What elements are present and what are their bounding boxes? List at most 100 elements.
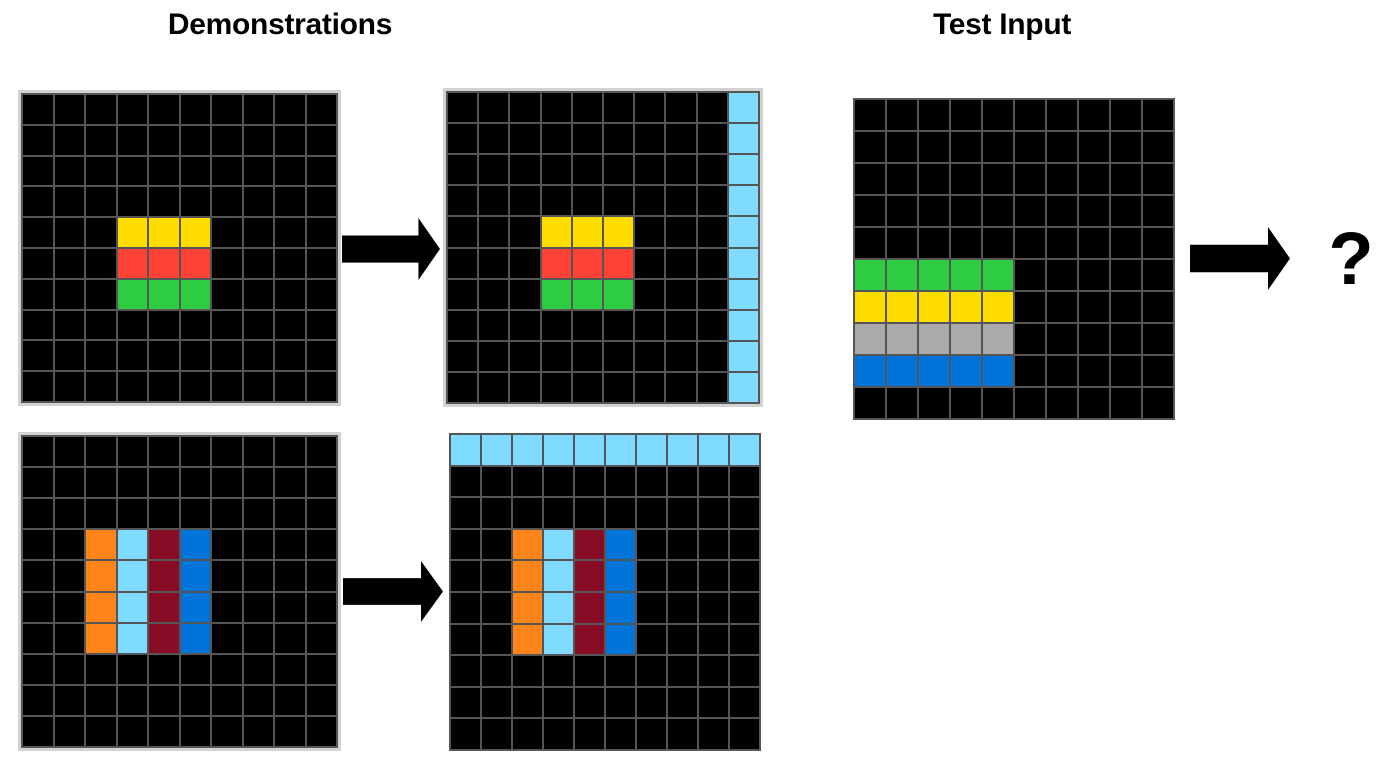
grid-cell-blue bbox=[606, 593, 635, 623]
grid-cell-black bbox=[572, 155, 602, 185]
grid-cell-black bbox=[855, 388, 885, 418]
grid-cell-black bbox=[666, 217, 696, 247]
grid-cell-black bbox=[666, 341, 696, 371]
grid-cell-black bbox=[86, 468, 116, 498]
grid-cell-black bbox=[951, 388, 981, 418]
grid-cell-black bbox=[212, 279, 242, 309]
grid-cell-black bbox=[306, 279, 336, 309]
grid-cell-black bbox=[697, 279, 727, 309]
grid-cell-red bbox=[541, 248, 571, 278]
grid-cell-black bbox=[1047, 356, 1077, 386]
grid-cell-black bbox=[604, 124, 634, 154]
grid-cell-gray bbox=[983, 324, 1013, 354]
grid-cell-black bbox=[697, 155, 727, 185]
grid-cell-black bbox=[544, 687, 573, 718]
grid-cell-black bbox=[482, 498, 511, 528]
grid-cell-black bbox=[1079, 100, 1109, 130]
grid-cell-black bbox=[668, 624, 697, 655]
grid-cell-black bbox=[451, 593, 480, 623]
grid-cell-black bbox=[54, 716, 84, 746]
grid-cell-black bbox=[541, 310, 571, 340]
grid-cell-red bbox=[604, 248, 634, 278]
grid-cell-black bbox=[243, 310, 273, 340]
grid-cell-black bbox=[243, 372, 273, 401]
grid-cell-black bbox=[180, 125, 210, 155]
grid-cell-black bbox=[149, 310, 179, 340]
grid-cell-black bbox=[887, 196, 917, 226]
grid-cell-green bbox=[572, 279, 602, 309]
arrow-right-icon bbox=[343, 561, 443, 622]
grid-cell-black bbox=[275, 561, 305, 591]
grid-cell-black bbox=[699, 624, 728, 655]
grid-cell-green bbox=[919, 260, 949, 290]
grid-cell-sky-blue bbox=[728, 341, 758, 371]
grid-cell-black bbox=[510, 279, 540, 309]
grid-cell-black bbox=[1079, 292, 1109, 322]
grid-cell-black bbox=[604, 155, 634, 185]
grid-cell-black bbox=[448, 155, 478, 185]
grid-cell-black bbox=[306, 218, 336, 247]
grid-cell-orange bbox=[513, 593, 542, 623]
grid-cell-black bbox=[448, 279, 478, 309]
grid-cell-black bbox=[212, 95, 242, 124]
grid-cell-black bbox=[54, 187, 84, 217]
grid-cell-black bbox=[951, 132, 981, 162]
grid-cell-maroon bbox=[149, 592, 179, 622]
grid-cell-sky-blue bbox=[451, 435, 480, 465]
grid-cell-black bbox=[635, 186, 665, 216]
grid-cell-black bbox=[1111, 324, 1141, 354]
grid-cell-black bbox=[1111, 100, 1141, 130]
grid-cell-black bbox=[54, 623, 84, 653]
grid-cell-black bbox=[23, 592, 53, 622]
grid-cell-black bbox=[604, 186, 634, 216]
grid-cell-black bbox=[1111, 260, 1141, 290]
grid-cell-black bbox=[606, 498, 635, 528]
grid-cell-black bbox=[637, 529, 666, 560]
grid-cell-yellow bbox=[919, 292, 949, 322]
grid-cell-black bbox=[448, 310, 478, 340]
grid-cell-black bbox=[666, 372, 696, 402]
grid-cell-black bbox=[149, 685, 179, 715]
grid-cell-green bbox=[887, 260, 917, 290]
grid-cell-black bbox=[243, 716, 273, 746]
grid-cell-black bbox=[306, 372, 336, 401]
grid-cell-black bbox=[482, 466, 511, 497]
grid-cell-black bbox=[212, 530, 242, 560]
grid-cell-black bbox=[730, 593, 759, 623]
grid-cell-black bbox=[243, 125, 273, 155]
grid-cell-black bbox=[275, 156, 305, 186]
grid-cell-black bbox=[275, 279, 305, 309]
grid-cell-black bbox=[1079, 228, 1109, 258]
grid-cell-black bbox=[637, 561, 666, 591]
grid-cell-black bbox=[180, 468, 210, 498]
grid-cell-black bbox=[510, 155, 540, 185]
grid-cell-black bbox=[275, 95, 305, 124]
grid-cell-blue bbox=[180, 561, 210, 591]
grid-cell-black bbox=[572, 372, 602, 402]
grid-cell-black bbox=[1015, 260, 1045, 290]
grid-cell-orange bbox=[513, 529, 542, 560]
grid-cell-black bbox=[117, 716, 147, 746]
grid-cell-black bbox=[180, 310, 210, 340]
grid-cell-black bbox=[180, 654, 210, 684]
grid-cell-black bbox=[635, 217, 665, 247]
grid-cell-black bbox=[54, 530, 84, 560]
grid-cell-black bbox=[951, 228, 981, 258]
grid-cell-black bbox=[1111, 292, 1141, 322]
grid-cell-black bbox=[212, 716, 242, 746]
question-mark: ? bbox=[1328, 217, 1374, 300]
grid-cell-black bbox=[451, 719, 480, 749]
grid-cell-black bbox=[855, 100, 885, 130]
grid-cell-black bbox=[513, 656, 542, 686]
grid-cell-black bbox=[919, 164, 949, 194]
grid-cell-black bbox=[117, 125, 147, 155]
grid-cell-black bbox=[1015, 324, 1045, 354]
grid-cell-black bbox=[54, 156, 84, 186]
grid-cell-black bbox=[149, 125, 179, 155]
grid-cell-black bbox=[54, 310, 84, 340]
grid-cell-yellow bbox=[149, 218, 179, 247]
grid-cell-black bbox=[479, 93, 509, 123]
grid-cell-black bbox=[212, 592, 242, 622]
grid-cell-black bbox=[448, 341, 478, 371]
grid-cell-black bbox=[666, 248, 696, 278]
